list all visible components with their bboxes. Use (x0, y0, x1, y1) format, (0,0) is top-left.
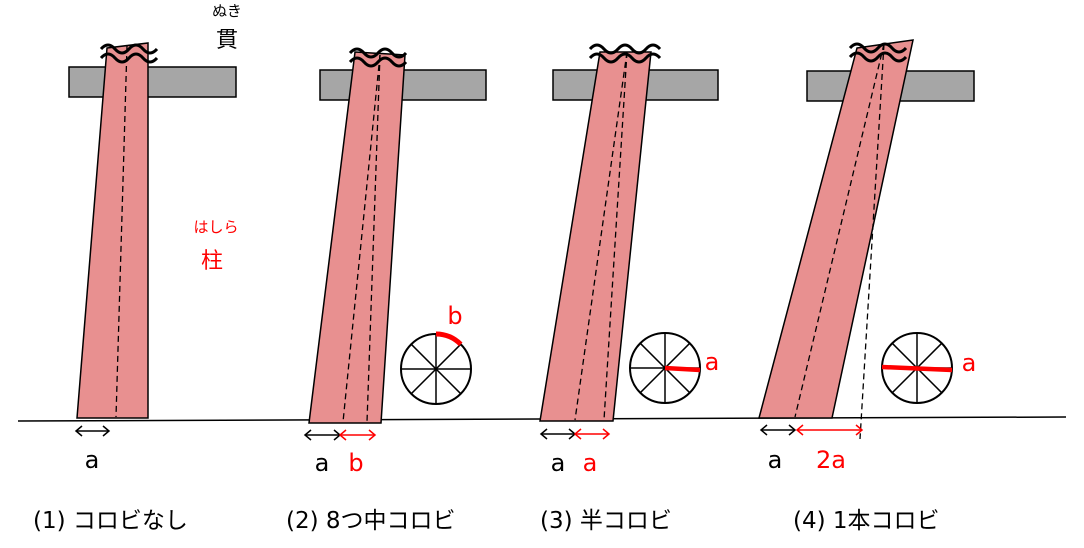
marker-label: b (447, 302, 462, 330)
panel-caption: (3) 半コロビ (540, 508, 672, 534)
panel-1 (68, 42, 237, 437)
panel-caption: (1) コロビなし (33, 508, 188, 534)
nuki-label: 貫 (216, 28, 238, 53)
hashira-pillar (758, 39, 914, 419)
centerline (115, 45, 128, 418)
dim-label: a (583, 449, 598, 477)
cut-mark (588, 52, 662, 64)
dim-arrow-b (338, 429, 377, 441)
marked-radius (664, 365, 701, 373)
cut-mark (848, 42, 908, 54)
panel-4 (758, 39, 975, 440)
hashira-pillar (308, 51, 406, 424)
centerline (603, 51, 628, 421)
centerline (859, 43, 885, 440)
dim-label: a (768, 446, 783, 474)
panel-caption: (2) 8つ中コロビ (286, 508, 456, 534)
centerline (342, 54, 381, 423)
dim-label: a (315, 449, 330, 477)
division-circle (400, 331, 472, 405)
division-circle (881, 332, 953, 404)
dim-label: a (551, 449, 566, 477)
centerline (794, 43, 885, 418)
marked-diameter (881, 364, 953, 373)
marked-arc (435, 331, 463, 347)
dim-arrow-a-red (573, 428, 611, 440)
dim-arrow-a (303, 429, 342, 441)
marker-label: a (705, 348, 720, 376)
panel-caption: (4) 1本コロビ (793, 508, 940, 534)
dim-arrow-a (759, 424, 797, 436)
hashira-ruby: はしら (193, 218, 238, 236)
cut-mark (348, 47, 408, 59)
dim-arrow-2a (795, 424, 864, 436)
hashira-pillar (76, 42, 149, 419)
nuki-ruby: ぬき (212, 2, 242, 20)
panel-3 (539, 43, 719, 440)
dim-arrow-a (74, 425, 111, 437)
marker-label: a (962, 349, 977, 377)
centerline (366, 54, 381, 423)
dim-label: 2a (816, 446, 846, 474)
nuki-beam (68, 66, 237, 98)
division-circle (629, 332, 701, 404)
cut-mark (99, 52, 159, 64)
cut-mark (99, 43, 159, 55)
panel-2 (303, 47, 487, 441)
dim-label: a (85, 446, 100, 474)
centerline (574, 51, 628, 421)
hashira-label: 柱 (201, 249, 223, 274)
cut-mark (848, 51, 908, 63)
cut-mark (588, 43, 662, 55)
dim-arrow-a (539, 428, 577, 440)
cut-mark (348, 56, 408, 68)
dim-label: b (348, 449, 363, 477)
